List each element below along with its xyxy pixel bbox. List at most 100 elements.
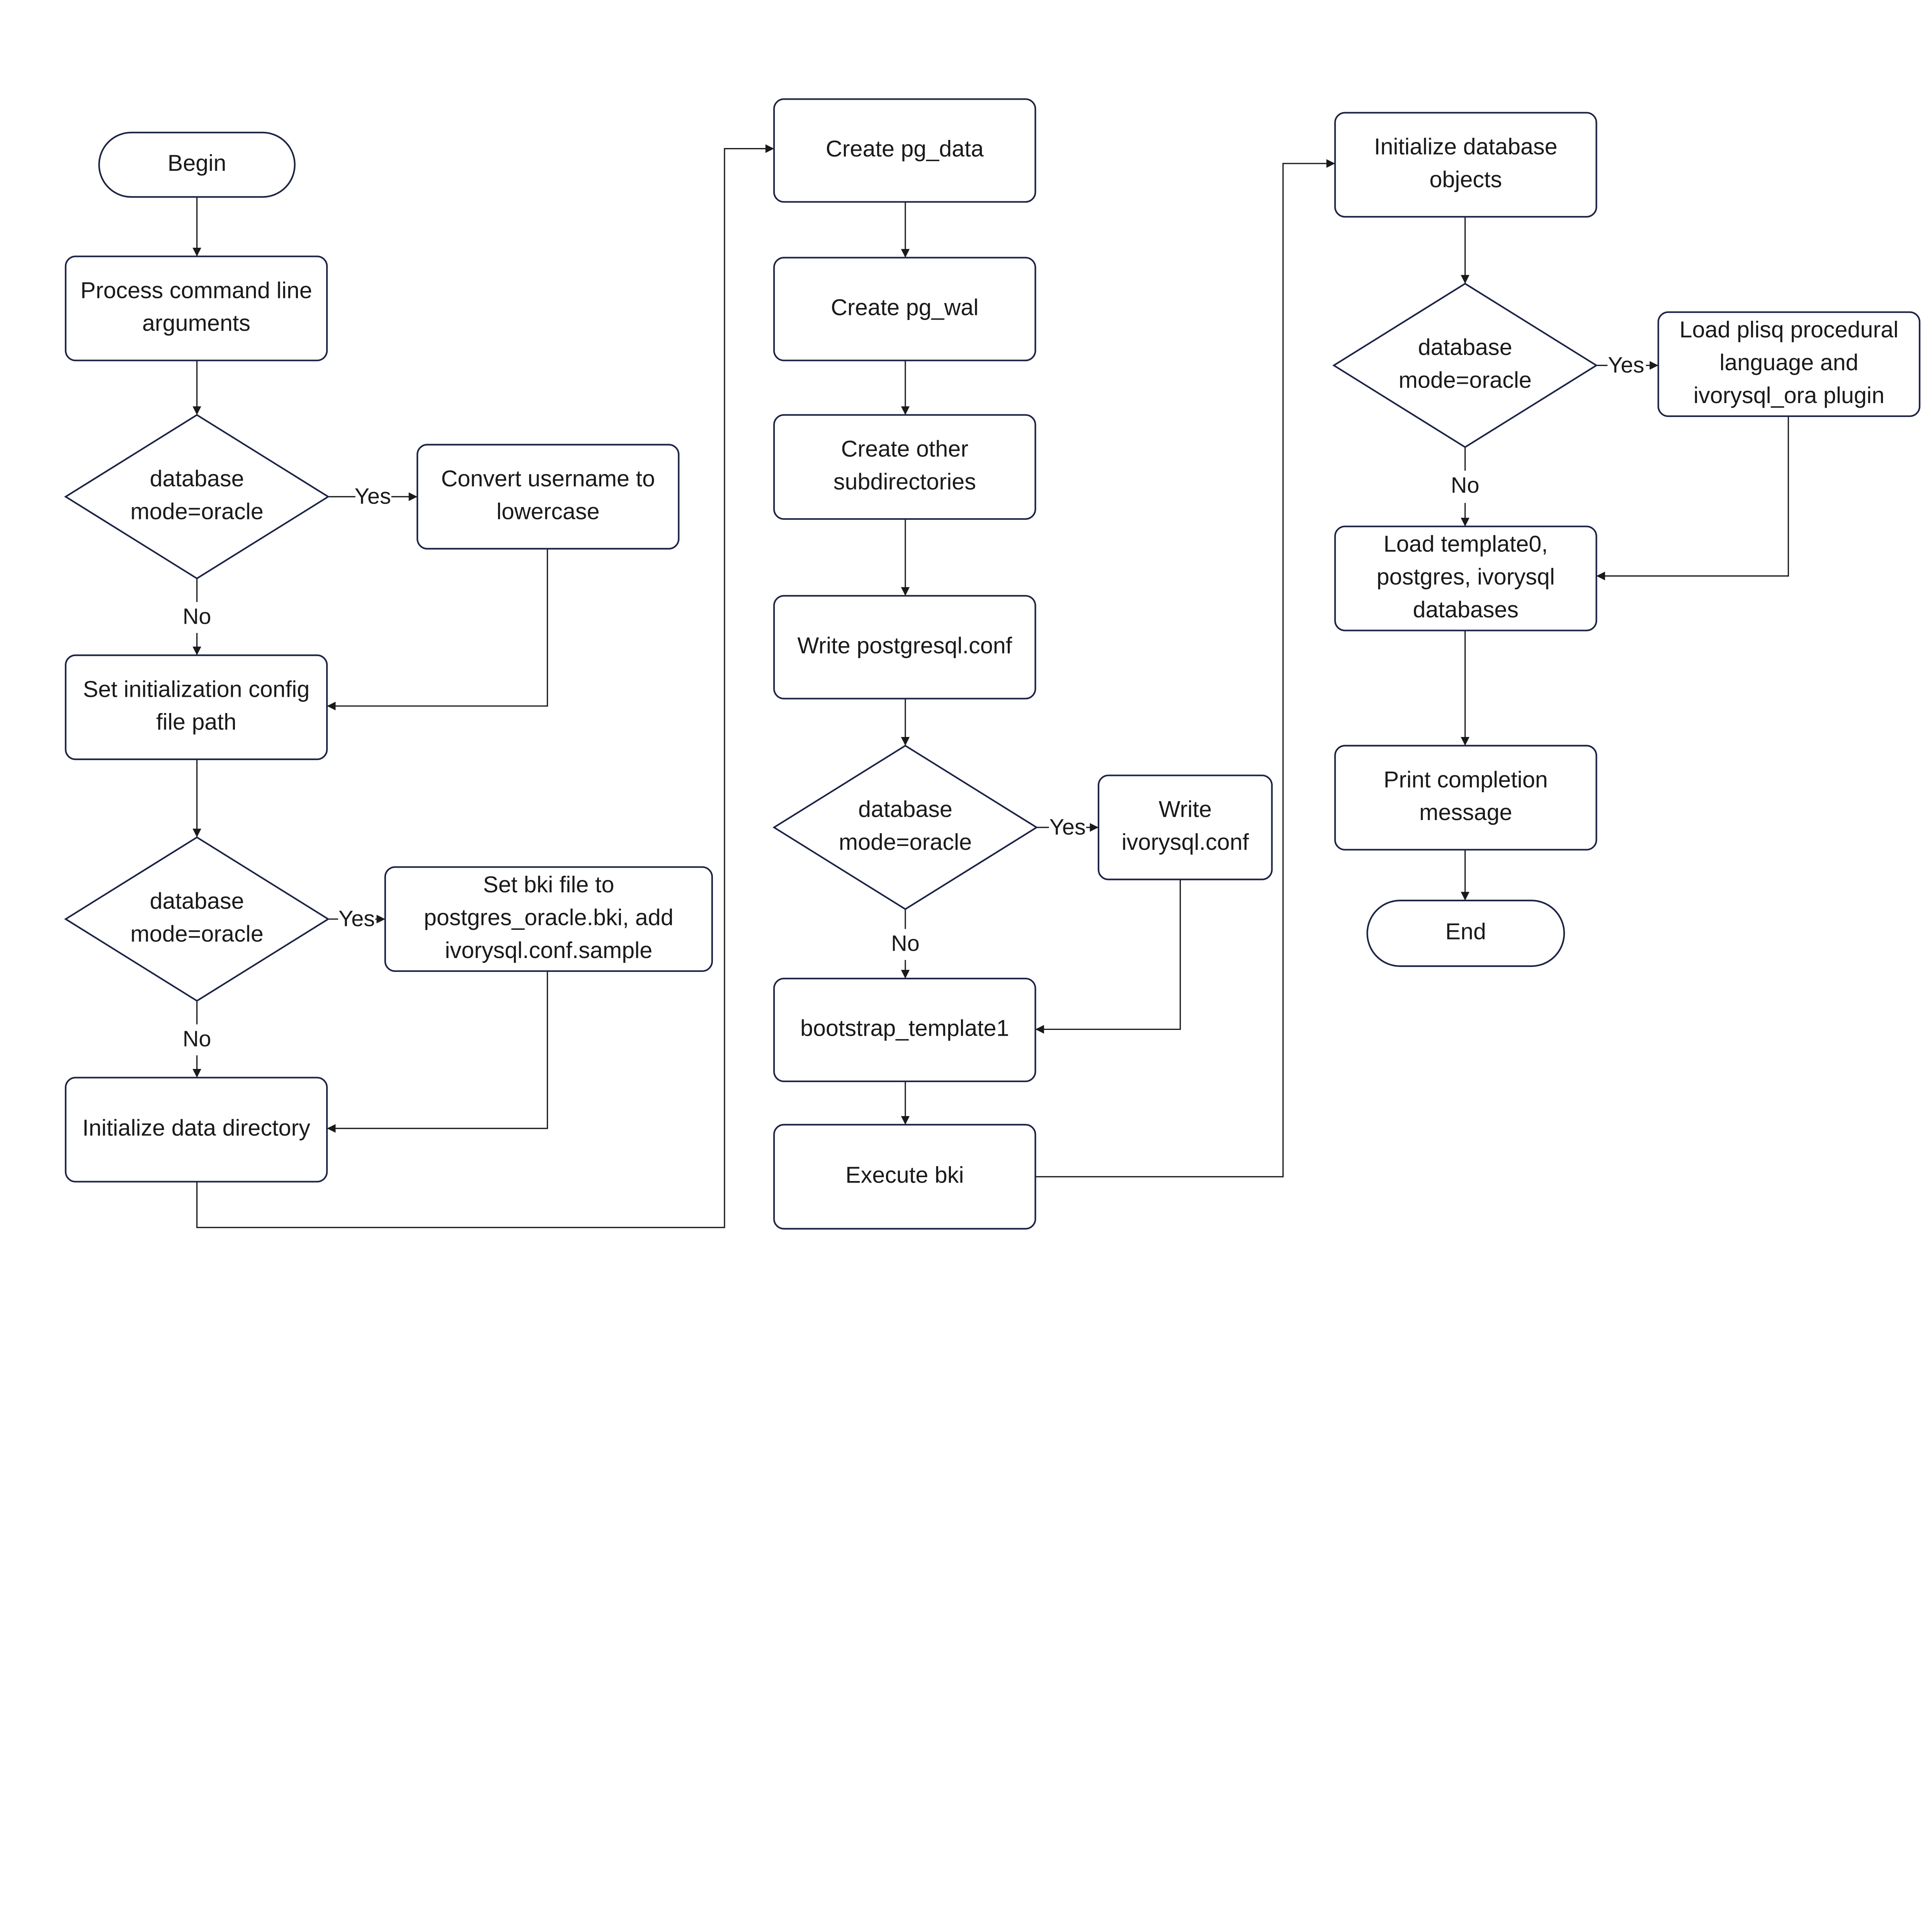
edge-label-no: No: [183, 1027, 211, 1052]
edge-label-no: No: [1451, 473, 1480, 498]
node-label: database: [150, 888, 244, 914]
node-label: bootstrap_template1: [800, 1015, 1009, 1041]
process-box: [417, 444, 680, 550]
node-label: objects: [1429, 166, 1502, 192]
node-label: file path: [156, 709, 236, 735]
process-box: [65, 255, 328, 361]
node-init-data-dir: Initialize data directory: [65, 1077, 328, 1183]
node-label: mode=oracle: [130, 921, 263, 946]
connector-arrow: [327, 548, 548, 711]
node-label: Initialize database: [1374, 133, 1558, 159]
process-box: [1334, 745, 1597, 851]
node-create-pg-data: Create pg_data: [773, 98, 1036, 203]
terminal-shape: [1366, 900, 1565, 967]
node-create-subdirs: Create other subdirectories: [773, 414, 1036, 520]
node-label: Print completion: [1384, 766, 1548, 792]
node-end: End: [1366, 900, 1565, 967]
terminal-shape: [98, 131, 296, 198]
node-label: Create pg_wal: [831, 294, 978, 320]
node-label: database: [858, 796, 952, 822]
process-box: [1097, 774, 1273, 880]
edge-label-no: No: [183, 604, 211, 629]
connector-arrow: [1035, 159, 1335, 1178]
node-label: message: [1419, 799, 1512, 825]
process-box: [1334, 526, 1597, 631]
node-label: Set initialization config: [83, 676, 310, 702]
node-label: Initialize data directory: [82, 1115, 310, 1141]
node-label: mode=oracle: [1398, 367, 1531, 393]
node-label: lowercase: [497, 498, 600, 524]
decision-diamond: [772, 745, 1038, 910]
edge-label-yes: Yes: [338, 907, 375, 931]
node-label: databases: [1413, 596, 1519, 622]
connector-arrow: [327, 971, 548, 1133]
process-box: [773, 1124, 1036, 1230]
node-label: database: [150, 465, 244, 491]
node-label: mode=oracle: [839, 829, 972, 855]
node-write-postgresql-conf: Write postgresql.conf: [773, 595, 1036, 699]
node-process-args: Process command line arguments: [65, 255, 328, 361]
node-label: subdirectories: [833, 468, 976, 494]
node-label: Execute bki: [845, 1162, 964, 1188]
process-box: [384, 866, 713, 972]
connectors: [192, 144, 1789, 1228]
node-label: database: [1418, 334, 1512, 360]
edge-label-yes: Yes: [1049, 815, 1086, 839]
node-label: postgres_oracle.bki, add: [424, 904, 673, 930]
process-box: [65, 1077, 328, 1183]
node-print-completion: Print completion message: [1334, 745, 1597, 851]
node-create-pg-wal: Create pg_wal: [773, 257, 1036, 361]
connector-arrow: [1596, 416, 1789, 580]
decision-diamond: [1332, 283, 1598, 448]
node-label: Write postgresql.conf: [797, 632, 1012, 658]
node-label: Load plisq procedural: [1679, 317, 1898, 342]
process-box: [65, 654, 328, 760]
node-label: Begin: [168, 150, 226, 176]
node-execute-bki: Execute bki: [773, 1124, 1036, 1230]
node-label: language and: [1719, 349, 1858, 375]
decision-diamond: [64, 414, 330, 580]
node-write-ivorysql-conf: Write ivorysql.conf: [1097, 774, 1273, 880]
node-label: End: [1446, 919, 1486, 945]
decision-diamond: [64, 836, 330, 1002]
node-label: arguments: [142, 310, 250, 336]
node-load-plisql: Load plisq procedural language and ivorysq…: [1657, 311, 1921, 417]
process-box: [773, 98, 1036, 203]
process-box: [1657, 311, 1921, 417]
edge-label-no: No: [891, 931, 920, 956]
node-label: postgres, ivorysql: [1377, 563, 1555, 589]
node-label: ivorysql_ora plugin: [1694, 382, 1884, 408]
connector-arrow: [1035, 879, 1181, 1034]
node-label: Create other: [841, 436, 969, 462]
node-label: mode=oracle: [130, 498, 263, 524]
node-label: Set bki file to: [483, 871, 614, 897]
process-box: [773, 257, 1036, 361]
node-set-config-path: Set initialization config file path: [65, 654, 328, 760]
node-init-db-objects: Initialize database objects: [1334, 112, 1597, 218]
node-decision-3: database mode=oracle: [772, 745, 1038, 910]
node-decision-1: database mode=oracle: [64, 414, 330, 580]
node-decision-2: database mode=oracle: [64, 836, 330, 1002]
process-box: [773, 414, 1036, 520]
process-box: [773, 595, 1036, 699]
node-load-templates: Load template0, postgres, ivorysql databas…: [1334, 526, 1597, 631]
node-decision-4: database mode=oracle: [1332, 283, 1598, 448]
node-begin: Begin: [98, 131, 296, 198]
node-label: Convert username to: [441, 465, 655, 491]
process-box: [1334, 112, 1597, 218]
edge-label-yes: Yes: [1608, 353, 1644, 378]
edge-label-yes: Yes: [355, 484, 391, 509]
node-convert-username: Convert username to lowercase: [417, 444, 680, 550]
node-label: Create pg_data: [826, 136, 984, 162]
node-label: Load template0,: [1384, 531, 1548, 557]
node-label: ivorysql.conf: [1122, 829, 1249, 855]
node-set-bki: Set bki file to postgres_oracle.bki, add i…: [384, 866, 713, 972]
node-label: Write: [1159, 796, 1212, 822]
node-label: ivorysql.conf.sample: [445, 937, 652, 963]
process-box: [773, 977, 1036, 1082]
node-label: Process command line: [80, 277, 312, 303]
node-bootstrap-template1: bootstrap_template1: [773, 977, 1036, 1082]
